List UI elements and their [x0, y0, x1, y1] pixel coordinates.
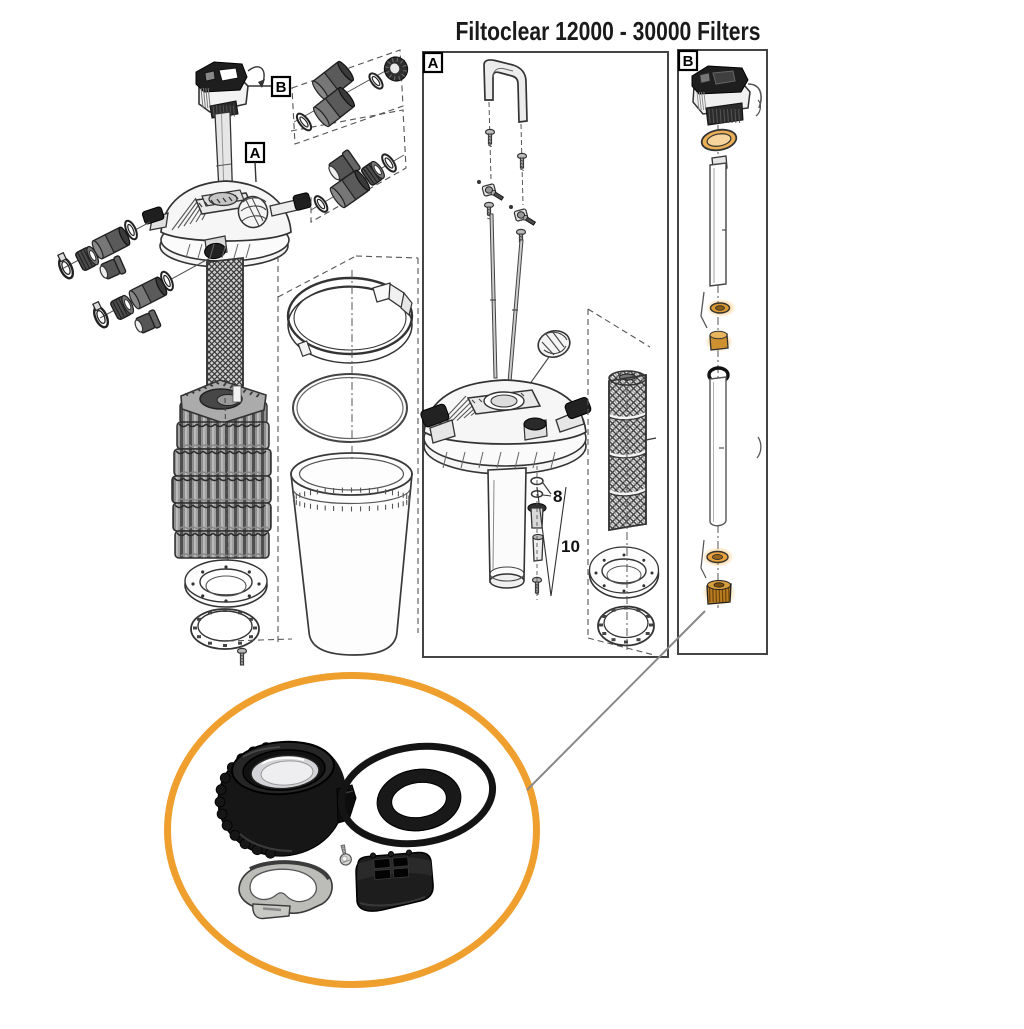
svg-text:A: A	[250, 145, 261, 162]
svg-text:Filtoclear 12000 - 30000 Filte: Filtoclear 12000 - 30000 Filters	[456, 16, 761, 46]
svg-text:B: B	[276, 79, 287, 96]
svg-text:B: B	[683, 53, 694, 70]
svg-text:A: A	[428, 55, 439, 72]
svg-text:10: 10	[561, 537, 580, 556]
svg-text:8: 8	[553, 487, 562, 506]
